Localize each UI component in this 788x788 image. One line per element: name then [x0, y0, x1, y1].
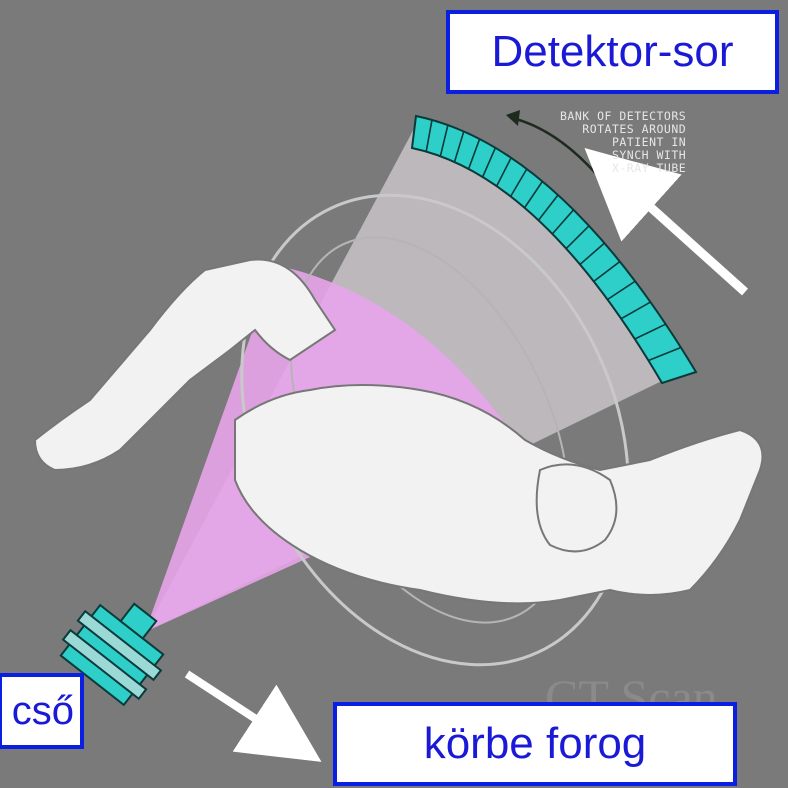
rotation-arc-arrowhead	[506, 110, 520, 126]
rotates-label: körbe forog	[333, 702, 737, 786]
tube-label: cső	[0, 673, 84, 749]
detector-rotation-arrow	[618, 178, 745, 292]
tube-label-text: cső	[12, 689, 74, 734]
detector-row-label-text: Detektor-sor	[491, 27, 733, 77]
caption-line: X-RAY TUBE	[560, 162, 686, 175]
tube-rotation-arrow	[187, 674, 288, 740]
detector-caption: BANK OF DETECTORS ROTATES AROUND PATIENT…	[560, 110, 686, 175]
detector-row-label: Detektor-sor	[446, 10, 779, 94]
rotates-label-text: körbe forog	[424, 719, 647, 769]
